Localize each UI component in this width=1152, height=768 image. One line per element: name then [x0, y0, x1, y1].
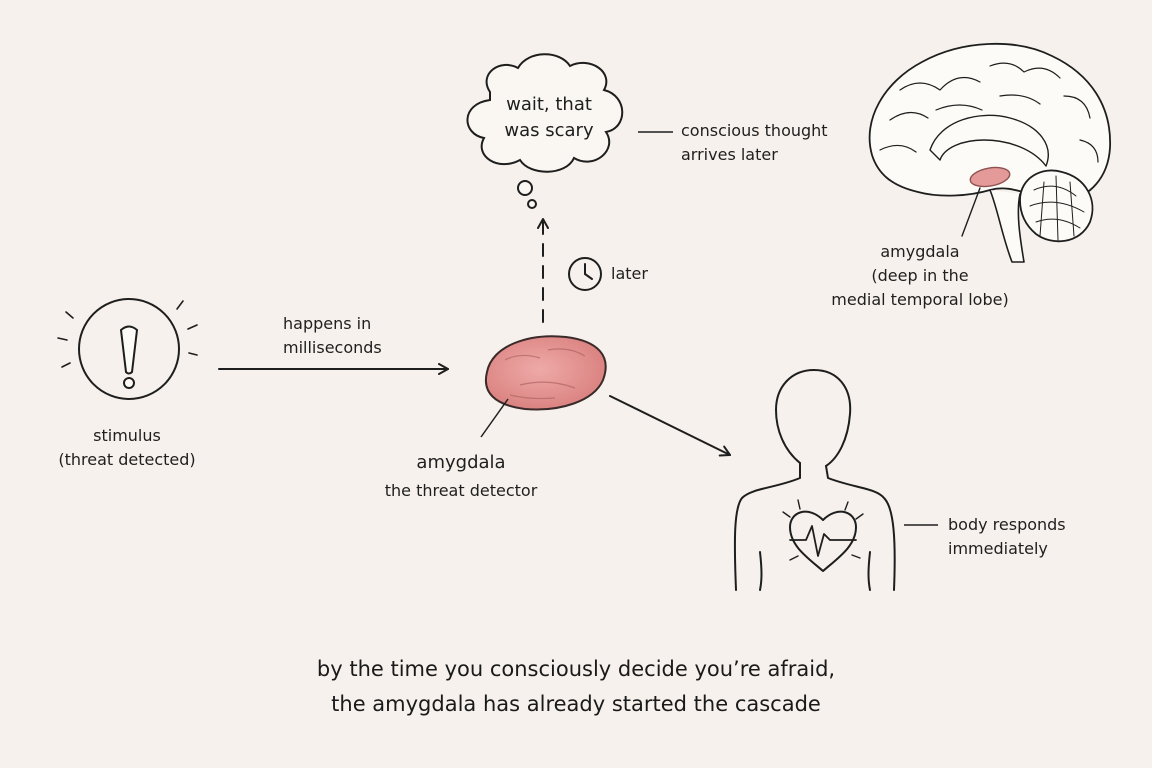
conscious-thought-label: conscious thought arrives later [681, 119, 828, 167]
conscious-line-2: arrives later [681, 145, 778, 164]
clock-icon [568, 257, 602, 291]
body-path-arrow [609, 395, 731, 457]
stimulus-label: stimulus (threat detected) [58, 424, 195, 472]
brain-amygdala-line-1: amygdala [880, 242, 960, 261]
brain-amygdala-label: amygdala (deep in the medial temporal lo… [831, 240, 1008, 312]
exclamation-icon [57, 298, 198, 400]
amygdala-blob [480, 335, 607, 438]
caption-line-1: by the time you consciously decide you’r… [316, 657, 836, 681]
caption-line-2: the amygdala has already started the cas… [331, 692, 821, 716]
stimulus-line-2: (threat detected) [58, 450, 196, 469]
thought-text: wait, that was scary [504, 92, 593, 144]
body-line-1: body responds [948, 515, 1066, 534]
milliseconds-label: happens in milliseconds [283, 312, 382, 360]
brain-icon [868, 43, 1111, 263]
human-torso-icon [733, 369, 896, 591]
stimulus-line-1: stimulus [93, 426, 161, 445]
later-label: later [611, 264, 648, 283]
body-responds-label: body responds immediately [948, 513, 1066, 561]
thought-line-2: was scary [504, 120, 594, 141]
thought-line-1: wait, that [506, 94, 592, 115]
caption: by the time you consciously decide you’r… [317, 652, 835, 722]
amygdala-title: amygdala [416, 452, 506, 473]
amygdala-label: amygdala the threat detector [385, 450, 538, 503]
thought-cloud-icon [466, 53, 624, 209]
milliseconds-line-2: milliseconds [283, 338, 382, 357]
amygdala-subtitle: the threat detector [384, 481, 538, 500]
brain-amygdala-line-3: medial temporal lobe) [831, 290, 1009, 309]
brain-amygdala-line-2: (deep in the [871, 266, 969, 285]
heart-icon [782, 499, 864, 572]
body-line-2: immediately [948, 539, 1048, 558]
conscious-line-1: conscious thought [681, 121, 828, 140]
milliseconds-line-1: happens in [283, 314, 372, 333]
